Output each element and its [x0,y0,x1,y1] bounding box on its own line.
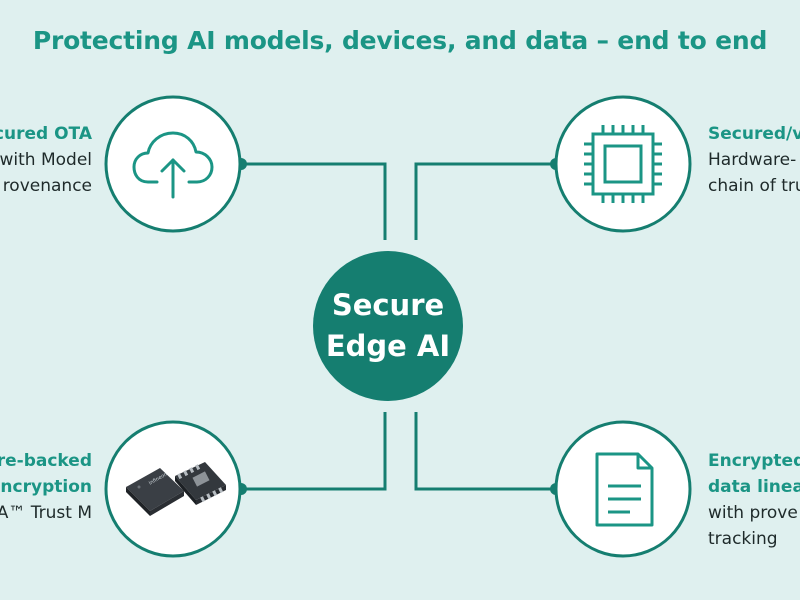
label-heading: Secured/v [708,124,800,144]
label-secured-ota: ecured OTA with Model rovenance [0,121,92,199]
label-secured-boot: Secured/v Hardware- chain of tru [708,121,800,199]
hub-line-2: Edge AI [325,329,451,363]
connectors [241,162,556,491]
label-line: A™ Trust M [0,503,92,523]
label-line: rovenance [2,176,92,196]
cloud-upload-icon [132,131,214,199]
label-heading: data lineag [708,477,800,497]
label-heading: re-backed [0,451,92,471]
chip-package-left: Infineon [126,468,184,516]
hub-label: Secure Edge AI [313,239,463,413]
label-heading: encryption [0,477,92,497]
connector-bottom-right [414,412,556,491]
hub-circle [313,251,463,401]
label-encrypted-data-lineage: Encrypted data lineag with prove trackin… [708,448,800,552]
node-circle-top-right [554,95,692,233]
chip-icon [584,125,662,203]
label-line: with prove [708,503,798,523]
chip-package-right [175,462,226,505]
security-chips-image: Infineon [126,462,226,516]
page-title: Protecting AI models, devices, and data … [32,26,768,55]
connector-top-right [414,162,556,240]
node-circle-bottom-right [554,420,692,558]
connector-top-left [241,162,387,240]
label-line: chain of tru [708,176,800,196]
label-heading: ecured OTA [0,124,92,144]
document-icon [595,452,654,527]
label-line: Hardware- [708,150,797,170]
label-line: with Model [0,150,92,170]
connector-bottom-left [241,412,387,491]
label-heading: Encrypted [708,451,800,471]
label-hardware-encryption: re-backed encryption A™ Trust M [0,448,92,526]
hub-line-1: Secure [331,288,445,322]
label-line: tracking [708,529,778,549]
